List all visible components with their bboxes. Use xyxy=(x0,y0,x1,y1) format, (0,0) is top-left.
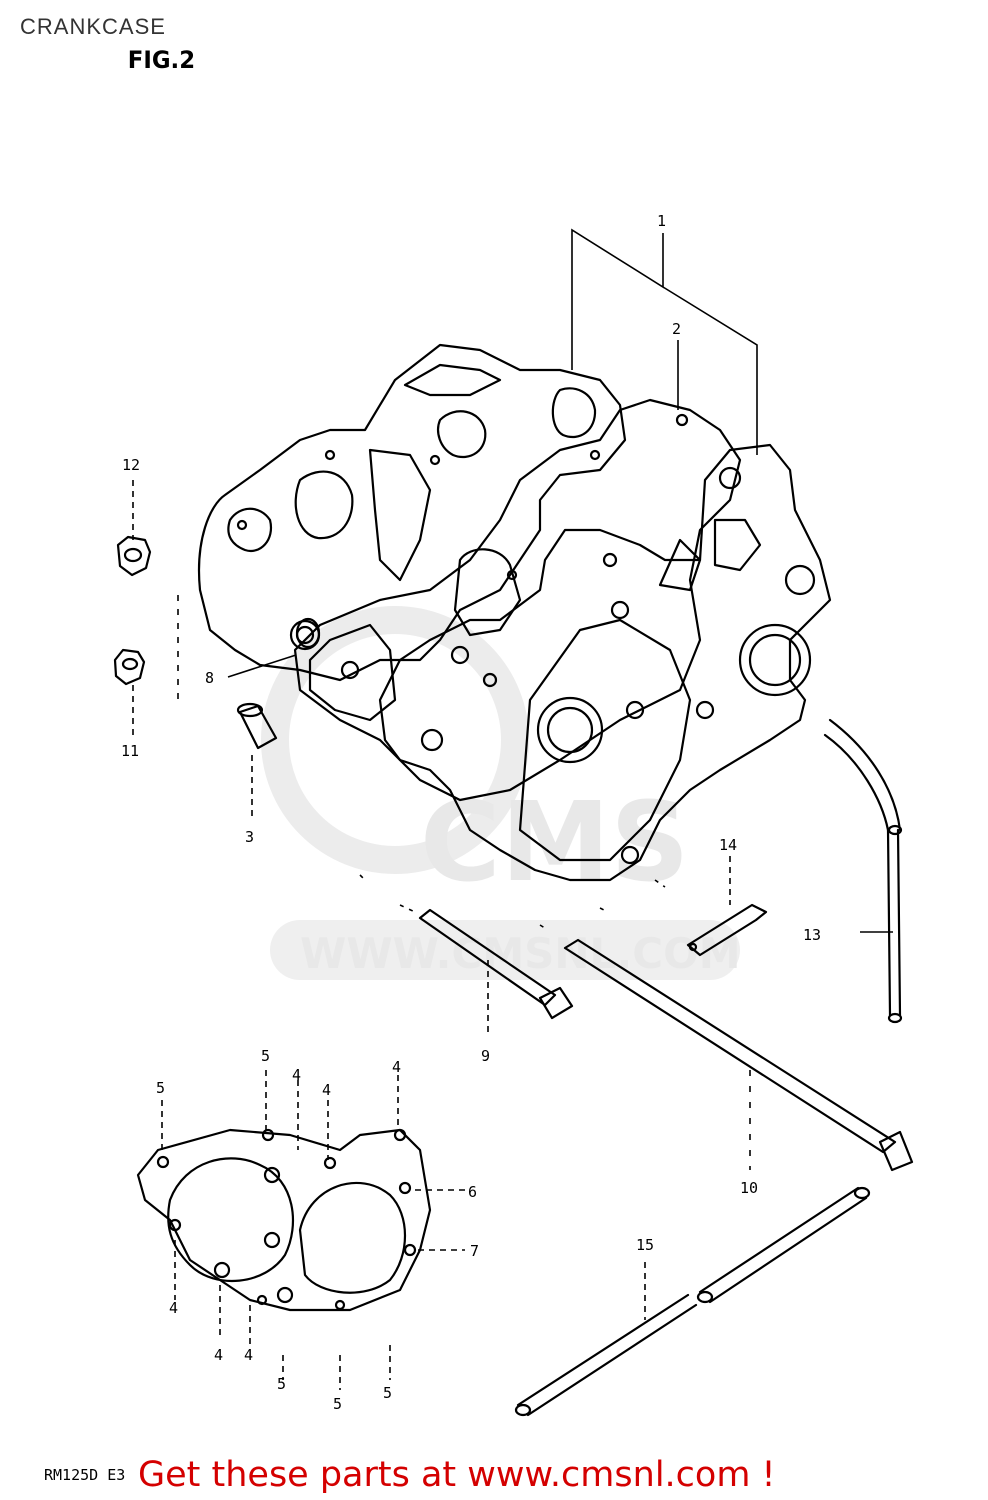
callout-15: 15 xyxy=(636,1236,654,1254)
bolt-10 xyxy=(563,938,914,1172)
callout-13: 13 xyxy=(803,926,821,944)
callout-5b: 5 xyxy=(261,1047,270,1065)
tube-15 xyxy=(514,1186,871,1417)
breather-hose-13 xyxy=(823,718,903,1024)
callout-4e: 4 xyxy=(214,1346,223,1364)
watermark-url: WWW.CMSNL.COM xyxy=(300,929,741,978)
callout-5c: 5 xyxy=(277,1375,286,1393)
callout-2: 2 xyxy=(672,320,681,338)
bolt-9 xyxy=(418,908,574,1020)
callout-5e: 5 xyxy=(383,1384,392,1402)
callout-numbers: 1 2 3 8 9 10 11 12 13 14 15 6 7 5 5 4 4 … xyxy=(121,212,821,1413)
crankcase-cover xyxy=(136,1128,432,1312)
callout-4c: 4 xyxy=(392,1058,401,1076)
callout-6: 6 xyxy=(468,1183,477,1201)
callout-9: 9 xyxy=(481,1047,490,1065)
figure-label: FIG.2 xyxy=(127,46,196,74)
nut-11 xyxy=(113,648,146,686)
clamp-14 xyxy=(686,903,768,957)
page-title: CRANKCASE xyxy=(20,14,166,39)
callout-4f: 4 xyxy=(244,1346,253,1364)
callout-5a: 5 xyxy=(156,1079,165,1097)
leader-lines xyxy=(132,228,893,1390)
callout-8: 8 xyxy=(205,669,214,687)
dowel-pin-3 xyxy=(236,702,278,750)
crankcase-gasket xyxy=(293,398,742,802)
callout-10: 10 xyxy=(740,1179,758,1197)
model-code: RM125D E3 xyxy=(44,1466,126,1484)
callout-7: 7 xyxy=(470,1242,479,1260)
nut-12 xyxy=(116,535,152,577)
callout-5d: 5 xyxy=(333,1395,342,1413)
oil-seal-8 xyxy=(295,617,321,649)
promo-link[interactable]: Get these parts at www.cmsnl.com ! xyxy=(138,1455,776,1495)
crankcase-right-half xyxy=(378,443,832,882)
callout-4a: 4 xyxy=(292,1066,301,1084)
callout-4d: 4 xyxy=(169,1299,178,1317)
callout-4b: 4 xyxy=(322,1081,331,1099)
callout-1: 1 xyxy=(657,212,666,230)
callout-3: 3 xyxy=(245,828,254,846)
callout-11: 11 xyxy=(121,742,139,760)
callout-12: 12 xyxy=(122,456,140,474)
callout-14: 14 xyxy=(719,836,737,854)
cms-watermark: CMS WWW.CMSNL.COM xyxy=(261,606,741,980)
crankcase-left-half xyxy=(198,343,627,682)
